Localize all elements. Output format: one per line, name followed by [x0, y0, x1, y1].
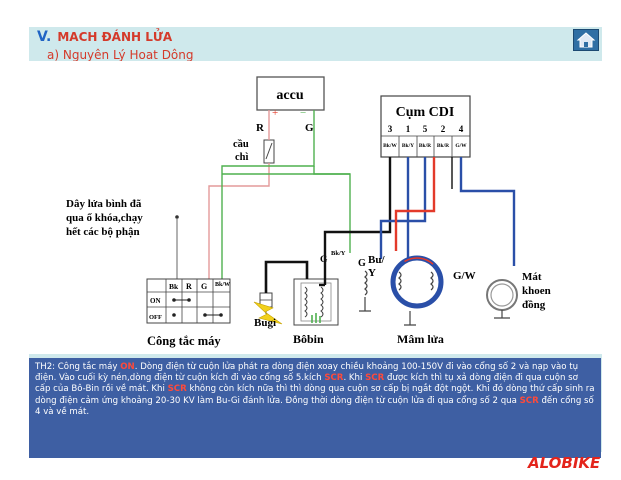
battery-plus-label: +	[272, 107, 278, 119]
section-title: MACH ĐÁNH LỬA	[57, 30, 173, 44]
wiring-diagram: accu + − R G cầu chì Dây lửa bình đã qua…	[29, 61, 602, 354]
cdi-wire-4: Bk/R	[437, 143, 450, 149]
section-heading: V. MACH ĐÁNH LỬA	[37, 29, 172, 45]
home-button[interactable]	[573, 29, 599, 51]
wire-note-line-3: hết các bộ phận	[66, 226, 140, 238]
battery-wires	[208, 110, 351, 279]
wire-note-line-1: Dây lửa bình đã	[66, 198, 142, 210]
terminal-r-label: R	[256, 122, 265, 134]
section-subtitle: a) Nguyên Lý Hoat Dông	[47, 48, 194, 62]
cdi-wire-3: Bk/R	[419, 143, 432, 149]
cdi-wire-1: Bk/W	[383, 143, 397, 149]
desc-highlight: SCR	[167, 384, 187, 395]
lightning-icon	[253, 301, 283, 325]
cdi-unit	[380, 95, 471, 158]
fuse-label-2: chì	[235, 152, 249, 163]
cdi-pin-5: 4	[459, 124, 464, 134]
stator-terminal-bu: Bu/	[368, 254, 385, 266]
desc-segment: được kích thì tụ xả dòng điện đi qua cuộ…	[35, 373, 578, 395]
description-panel: TH2: Công tắc máy ON. Dòng điện từ cuộn …	[29, 358, 601, 458]
wire-note: Dây lửa bình đã qua ổ khóa,chạy hết các …	[66, 198, 145, 238]
desc-highlight: SCR	[324, 373, 344, 384]
ht-lead-wire	[264, 260, 309, 293]
coil-label: Bôbin	[293, 332, 324, 346]
cdi-wire-5: G/W	[455, 143, 467, 149]
coil-terminal-bky: Bk/Y	[331, 250, 346, 257]
desc-segment: . Dòng điện từ cuộn lửa phát ra dòng điệ…	[35, 362, 579, 384]
ground-label-line-1: Mát	[522, 271, 542, 283]
stator-label: Mâm lửa	[397, 332, 444, 346]
spark-plug	[259, 292, 273, 314]
switch-row-on: ON	[150, 297, 161, 305]
cdi-pin-1: 3	[388, 124, 393, 134]
switch-label: Công tắc máy	[147, 334, 221, 348]
battery-label: accu	[276, 88, 303, 103]
spark-plug-label: Bugi	[254, 317, 276, 329]
home-icon	[576, 32, 596, 48]
ignition-coil	[293, 278, 339, 326]
switch-row-off: OFF	[149, 314, 162, 321]
stator-terminal-y: Y	[368, 267, 376, 279]
battery	[256, 76, 325, 111]
terminal-g-label: G	[305, 122, 314, 134]
switch-header-bk: Bk	[169, 282, 179, 291]
stator	[359, 255, 444, 326]
stator-terminal-g: G	[358, 258, 366, 269]
cdi-pin-3: 5	[423, 124, 428, 134]
desc-segment: không còn kích nữa thì thì dòng qua cuộn…	[35, 384, 595, 406]
cdi-label: Cụm CDI	[396, 105, 455, 120]
wire-note-line-2: qua ổ khóa,chạy	[66, 212, 143, 224]
switch-header-r: R	[186, 282, 192, 291]
switch-header-g: G	[201, 282, 207, 291]
stator-terminal-gw: G/W	[453, 270, 476, 282]
desc-segment: đến cổng số 4 và về mát.	[35, 395, 594, 417]
switch-header-bkw: Bk/W	[215, 282, 230, 288]
fuse-label-1: cầu	[233, 139, 249, 150]
ignition-switch: Bk R G Bk/W ON OFF	[146, 278, 231, 324]
section-number: V.	[37, 29, 52, 45]
brand-logo: ALOBIKE	[528, 454, 601, 472]
desc-highlight: SCR	[365, 373, 385, 384]
ground-label-line-2: khoen	[522, 285, 551, 297]
desc-segment: . Khi	[343, 373, 366, 384]
cdi-pin-4: 2	[441, 124, 446, 134]
ground-ring	[486, 279, 518, 319]
cdi-pin-2: 1	[406, 124, 411, 134]
desc-segment: TH2: Công tắc máy	[35, 362, 121, 372]
desc-highlight: ON	[120, 362, 135, 372]
battery-minus-label: −	[300, 107, 306, 119]
cdi-wires	[319, 157, 516, 287]
desc-highlight: SCR	[519, 395, 539, 406]
ground-label-line-3: đồng	[522, 299, 546, 311]
ground-label: Mát khoen đồng	[522, 271, 554, 311]
cdi-wire-2: Bk/Y	[402, 143, 414, 149]
